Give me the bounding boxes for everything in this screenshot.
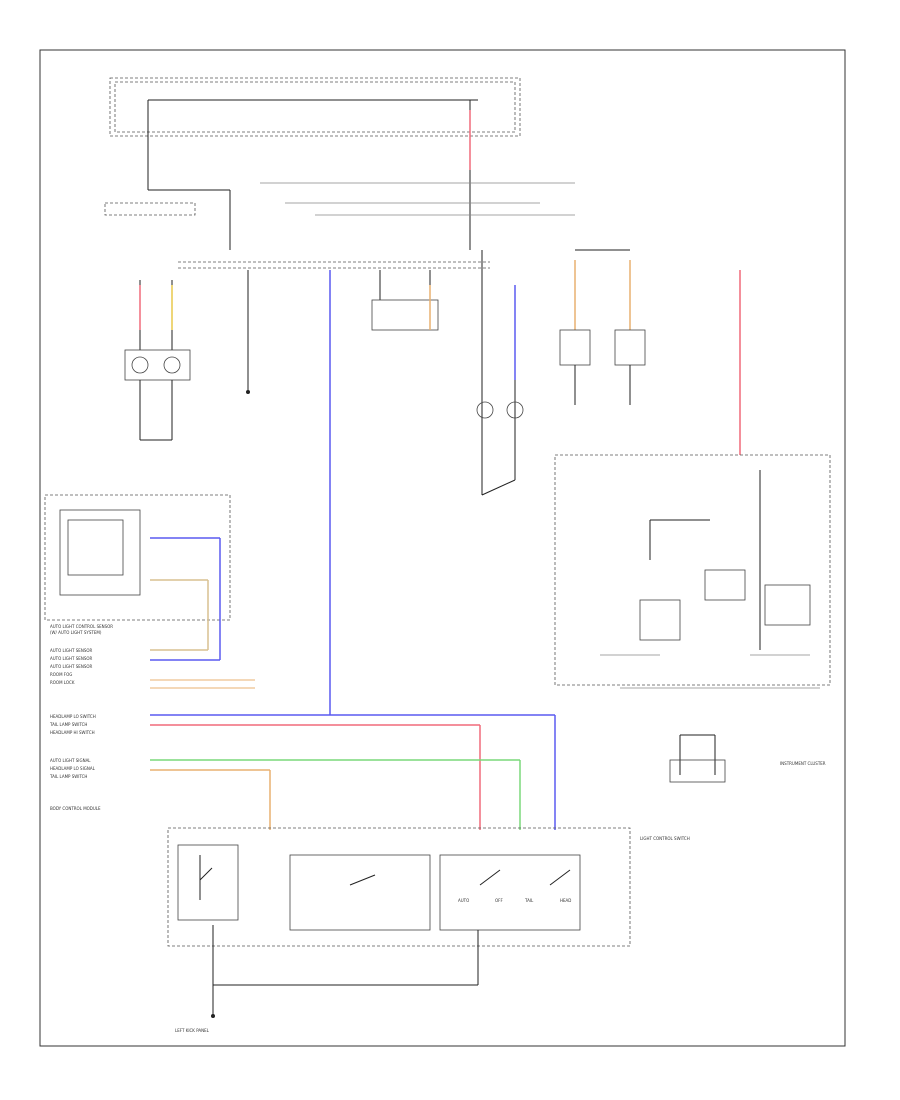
instrument-cluster: INSTRUMENT CLUSTER	[554, 454, 831, 766]
pin-label-tail-lamp-2: TAIL LAMP SWITCH	[49, 774, 87, 779]
ground-connector-1	[246, 270, 250, 394]
pin-label-room-fog: ROOM FOG	[50, 672, 72, 677]
headlamp-assembly-left	[124, 280, 191, 441]
pin-label-auto-light-3: AUTO LIGHT SENSOR	[50, 664, 93, 669]
pin-label-auto-light-2: AUTO LIGHT SENSOR	[50, 656, 93, 661]
auto-light-control-sensor: AUTO LIGHT CONTROL SENSOR (W/ AUTO LIGHT…	[44, 494, 231, 660]
pin-label-room-lock: ROOM LOCK	[50, 680, 75, 685]
instrument-cluster-label: INSTRUMENT CLUSTER	[780, 761, 826, 766]
sensor-label: AUTO LIGHT CONTROL SENSOR	[50, 624, 113, 629]
headlamp-assembly-right	[476, 250, 524, 496]
junction-bus	[104, 182, 575, 269]
pin-label-auto-signal: AUTO LIGHT SIGNAL	[50, 758, 91, 763]
door-switch	[669, 734, 726, 783]
bcm-output-wires	[150, 649, 556, 830]
pin-label-headlamp-lo: HEADLAMP LO SWITCH	[50, 714, 96, 719]
switch-pos-head: HEAD	[560, 898, 571, 903]
relay-center	[371, 270, 439, 331]
switch-pos-off: OFF	[495, 898, 503, 903]
bcm-label: BODY CONTROL MODULE	[50, 806, 101, 811]
pin-label-headlamp-hi: HEADLAMP HI SWITCH	[50, 730, 95, 735]
pin-label-headlamp-lo-signal: HEADLAMP LO SIGNAL	[50, 766, 96, 771]
bcm-pin-labels: AUTO LIGHT SENSOR AUTO LIGHT SENSOR AUTO…	[49, 648, 101, 811]
switch-pos-auto: AUTO	[458, 898, 469, 903]
switch-pos-tail: TAIL	[524, 898, 534, 903]
fog-lamps	[559, 249, 646, 405]
light-control-switch-label: LIGHT CONTROL SWITCH	[640, 836, 690, 841]
fuse-relay-block	[109, 77, 521, 250]
diagram-frame	[39, 49, 846, 1047]
pin-label-auto-light-1: AUTO LIGHT SENSOR	[50, 648, 93, 653]
ground-label: LEFT KICK PANEL	[175, 1028, 210, 1033]
sensor-sublabel: (W/ AUTO LIGHT SYSTEM)	[50, 630, 102, 635]
ground-left-kick-panel: LEFT KICK PANEL	[175, 925, 479, 1033]
pin-label-tail-lamp: TAIL LAMP SWITCH	[49, 722, 87, 727]
light-control-switch: LIGHT CONTROL SWITCH AUTO OFF TAIL HEAD	[167, 827, 690, 947]
